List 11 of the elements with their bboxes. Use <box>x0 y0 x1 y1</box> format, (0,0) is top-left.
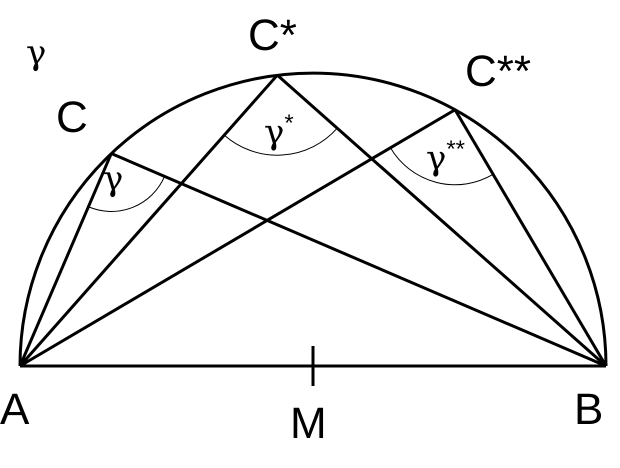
point-label: C* <box>248 14 297 58</box>
angle-label: γ$^{**}$ <box>426 138 466 176</box>
angle-label: γ <box>103 162 124 196</box>
line-segment <box>20 364 606 368</box>
point-label: B <box>574 388 604 432</box>
point-label: C** <box>465 50 532 94</box>
point-label: M <box>290 402 327 446</box>
circle-label: γ <box>26 36 46 70</box>
point-label: A <box>0 388 30 432</box>
point-label: C <box>56 96 88 140</box>
angle-label: γ$^{*}$ <box>264 112 294 150</box>
